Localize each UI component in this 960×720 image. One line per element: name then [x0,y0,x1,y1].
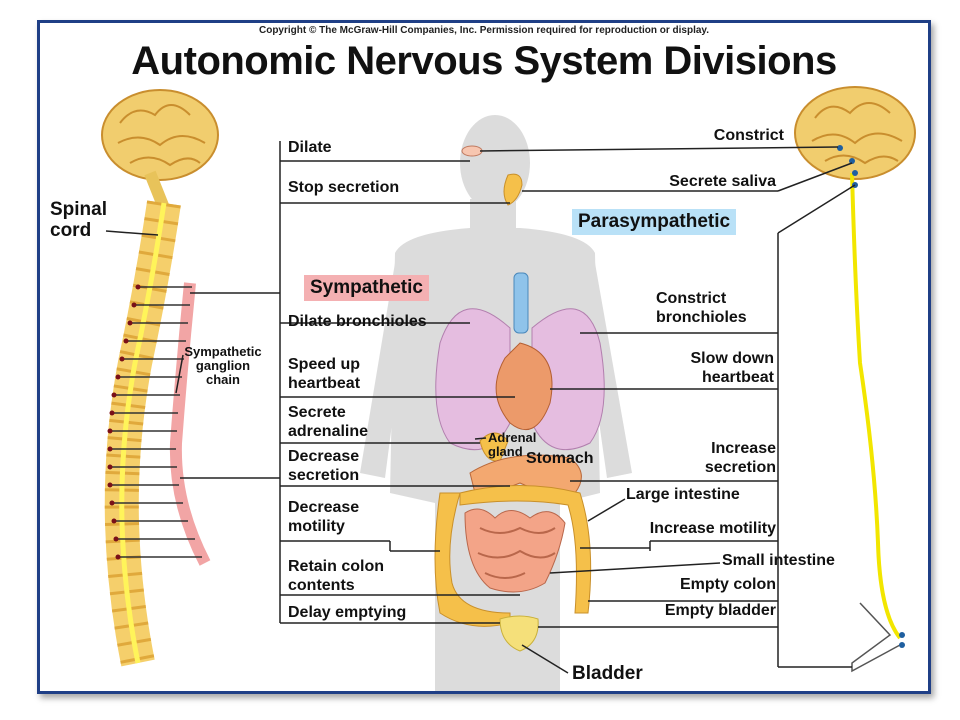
parasympathetic-effect-item: Constrict [713,127,784,144]
large-intestine-label: Large intestine [626,486,740,503]
parasympathetic-effect-item: Slow down heartbeat [690,350,774,386]
sympathetic-effect-item: Speed up heartbeat [288,356,361,392]
parasympathetic-effect-item: Increase motility [649,520,776,537]
ganglion-chain-label: Sympathetic ganglion chain [184,344,262,387]
small-intestine-label: Small intestine [722,552,835,569]
sympathetic-effect-item: Delay emptying [288,604,407,621]
sympathetic-header: Sympathetic [304,275,429,301]
sympathetic-effect-item: Dilate bronchioles [288,313,427,330]
spinal-column [104,200,181,667]
sympathetic-effect-item: Secrete adrenaline [288,404,369,440]
stomach-label: Stomach [526,450,594,467]
parasympathetic-effect-item: Increase secretion [704,440,776,476]
adrenal-gland-label: Adrenal gland [488,430,537,459]
parasympathetic-header: Parasympathetic [572,209,737,235]
copyright-notice: Copyright © The McGraw-Hill Companies, I… [258,25,710,36]
organs [434,145,605,652]
sympathetic-effect-item: Stop secretion [288,179,400,196]
sympathetic-effect-item: Decrease motility [288,499,360,535]
sympathetic-effect-item: Dilate [288,139,332,156]
spinal-cord-label: Spinal cord [50,199,108,241]
anatomy-illustration [101,86,916,691]
sympathetic-effect-item: Decrease secretion [288,448,360,484]
page-title: Autonomic Nervous System Divisions [131,39,837,83]
parasympathetic-effect-item: Empty colon [679,576,776,593]
right-brain [794,86,916,180]
parasympathetic-effect-item: Constrict bronchioles [656,290,747,326]
parasympathetic-effect-item: Secrete saliva [669,173,776,190]
bladder-label: Bladder [572,663,643,684]
connector-lines [105,141,856,674]
parasympathetic-effect-item: Empty bladder [664,602,776,619]
sympathetic-effect-item: Retain colon contents [288,558,385,594]
ganglion-chain [107,282,211,566]
left-brain [101,89,219,211]
parasympathetic-nerve [837,145,905,673]
diagram-frame: Copyright © The McGraw-Hill Companies, I… [37,20,931,694]
